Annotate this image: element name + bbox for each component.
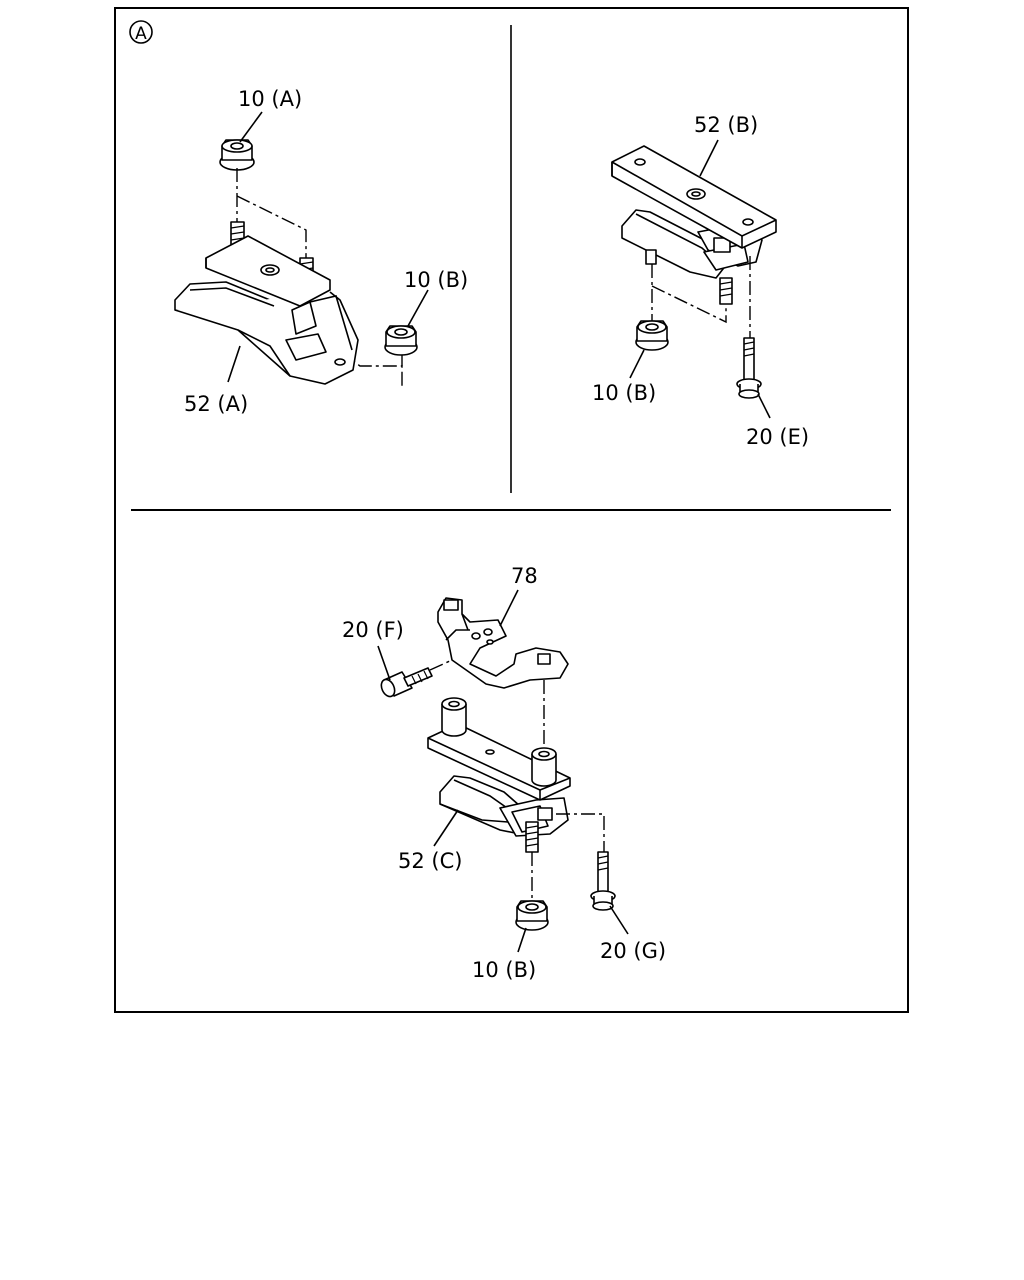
flange-nut-b xyxy=(635,320,669,351)
mount-b-assembly xyxy=(611,139,777,419)
svg-text:A: A xyxy=(135,24,147,44)
label-52b: 52 (B) xyxy=(694,113,758,137)
mount-a-assembly xyxy=(174,111,429,386)
bolt-20e xyxy=(736,337,762,399)
label-10b-a: 10 (B) xyxy=(404,268,468,292)
label-52a: 52 (A) xyxy=(184,392,248,416)
stud-right xyxy=(719,277,733,305)
collar-right xyxy=(531,747,557,787)
label-20g: 20 (G) xyxy=(600,939,666,963)
label-52c: 52 (C) xyxy=(398,849,462,873)
label-20e: 20 (E) xyxy=(746,425,809,449)
mount-c-assembly xyxy=(377,589,629,953)
flange-nut-b xyxy=(384,325,418,356)
stud-bottom xyxy=(525,821,539,853)
collar-left xyxy=(441,697,467,737)
stud-left xyxy=(645,249,657,265)
label-10a: 10 (A) xyxy=(238,87,302,111)
label-20f: 20 (F) xyxy=(342,618,404,642)
label-10b-b: 10 (B) xyxy=(592,381,656,405)
diagram-frame xyxy=(114,7,909,1013)
flange-nut-b xyxy=(515,900,549,931)
flange-nut-a xyxy=(219,139,255,171)
bolt-20g xyxy=(590,851,616,911)
bolt-20f xyxy=(380,667,433,698)
label-10b-c: 10 (B) xyxy=(472,958,536,982)
bracket-78 xyxy=(437,597,569,689)
section-marker: A xyxy=(129,20,153,44)
label-78: 78 xyxy=(511,564,538,588)
